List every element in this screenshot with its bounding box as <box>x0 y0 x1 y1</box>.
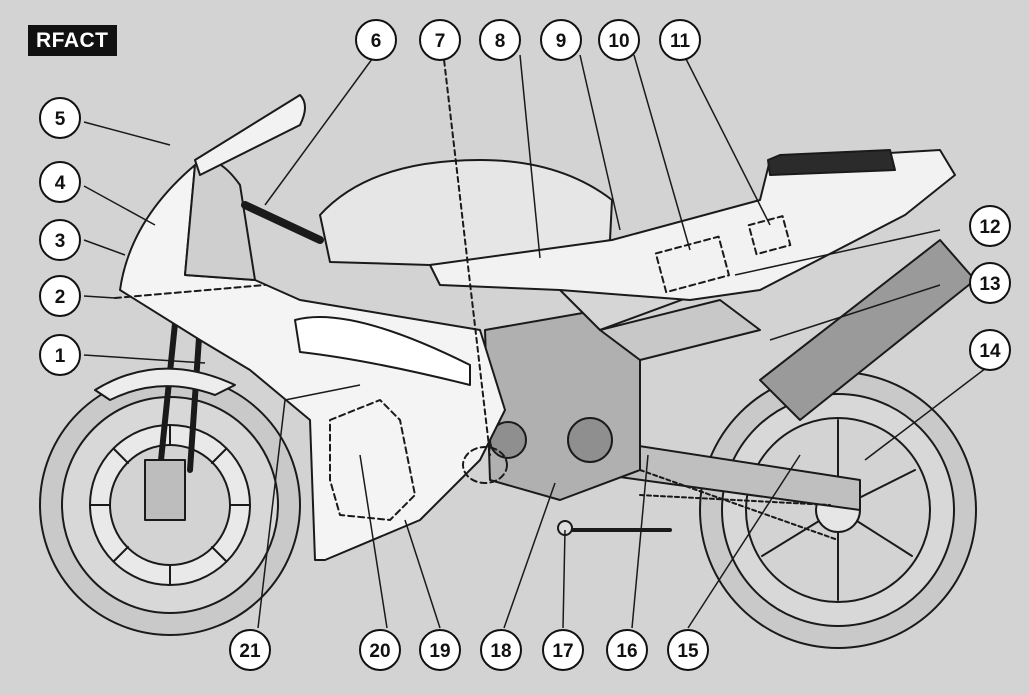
callout-label-10: 10 <box>608 31 629 52</box>
rear-seat <box>767 149 896 176</box>
callout-label-13: 13 <box>979 274 1000 295</box>
callout-5: 5 <box>39 97 81 139</box>
tail-section <box>429 149 956 301</box>
model-tag: RFACT <box>28 25 117 56</box>
callout-label-19: 19 <box>429 641 450 662</box>
callouts: 1 2 3 4 5 6 7 8 9 10 11 12 13 14 15 16 1… <box>39 19 1011 671</box>
callout-label-9: 9 <box>556 31 567 52</box>
callout-3: 3 <box>39 219 81 261</box>
callout-label-7: 7 <box>435 31 446 52</box>
callout-label-3: 3 <box>55 231 66 252</box>
handlebar <box>241 201 324 244</box>
callout-label-8: 8 <box>495 31 506 52</box>
callout-label-17: 17 <box>552 641 573 662</box>
callout-1: 1 <box>39 334 81 376</box>
callout-8: 8 <box>479 19 521 61</box>
callout-label-1: 1 <box>55 346 66 367</box>
callout-17: 17 <box>542 629 584 671</box>
mirror <box>194 94 306 176</box>
callout-label-6: 6 <box>371 31 382 52</box>
callout-14: 14 <box>969 329 1011 371</box>
callout-2: 2 <box>39 275 81 317</box>
callout-11: 11 <box>659 19 701 61</box>
callout-18: 18 <box>480 629 522 671</box>
callout-12: 12 <box>969 205 1011 247</box>
leader-lines <box>83 54 991 629</box>
callout-label-4: 4 <box>55 173 66 194</box>
callout-16: 16 <box>606 629 648 671</box>
callout-6: 6 <box>355 19 397 61</box>
callout-label-14: 14 <box>979 341 1001 362</box>
callout-label-21: 21 <box>239 641 261 662</box>
callout-20: 20 <box>359 629 401 671</box>
callout-15: 15 <box>667 629 709 671</box>
callout-label-12: 12 <box>979 217 1000 238</box>
callout-10: 10 <box>598 19 640 61</box>
callout-21: 21 <box>229 629 271 671</box>
callout-19: 19 <box>419 629 461 671</box>
callout-label-11: 11 <box>670 31 691 52</box>
windscreen <box>184 159 256 281</box>
callout-label-5: 5 <box>55 109 66 130</box>
callout-label-2: 2 <box>55 287 66 308</box>
callout-label-15: 15 <box>677 641 699 662</box>
callout-9: 9 <box>540 19 582 61</box>
rear-wheel <box>699 371 977 649</box>
callout-label-20: 20 <box>369 641 390 662</box>
battery-outline <box>329 399 416 521</box>
callout-7: 7 <box>419 19 461 61</box>
callout-label-18: 18 <box>490 641 511 662</box>
callout-4: 4 <box>39 161 81 203</box>
callout-label-16: 16 <box>616 641 637 662</box>
callout-13: 13 <box>969 262 1011 304</box>
